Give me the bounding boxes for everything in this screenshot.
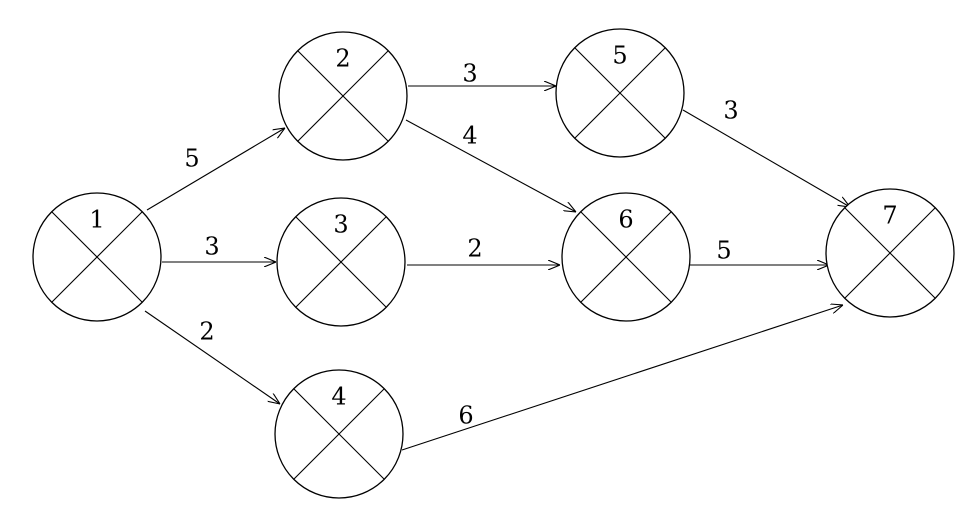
- node-cross-line: [293, 388, 385, 480]
- node-5: 5: [555, 28, 685, 158]
- node-label: 7: [882, 202, 897, 230]
- node-1: 1: [32, 192, 162, 322]
- edge-2-6: 4: [405, 119, 576, 212]
- node-cross-line: [51, 211, 143, 303]
- edge-1-4: 2: [144, 310, 280, 404]
- edge-4-7: 6: [401, 305, 843, 451]
- edge-1-3: 3: [162, 233, 276, 263]
- node-2: 2: [278, 31, 408, 161]
- edge-weight-label: 3: [723, 97, 738, 125]
- nodes-layer: 1 2 3 4 5 6 7: [32, 28, 955, 499]
- edge-arrow: [682, 109, 850, 207]
- node-label: 4: [331, 383, 346, 411]
- edge-arrow: [146, 128, 285, 211]
- node-cross-line: [580, 211, 672, 303]
- node-7: 7: [825, 188, 955, 318]
- edge-weight-label: 4: [462, 122, 477, 150]
- node-label: 5: [612, 42, 627, 70]
- edge-arrow: [144, 310, 280, 404]
- edge-weight-label: 3: [204, 233, 219, 261]
- edge-2-5: 3: [408, 60, 556, 88]
- edge-arrow: [401, 305, 843, 451]
- node-label: 2: [335, 45, 350, 73]
- node-label: 1: [89, 206, 104, 234]
- node-cross-line: [574, 47, 666, 139]
- edge-weight-label: 5: [716, 237, 731, 265]
- edge-weight-label: 5: [184, 145, 199, 173]
- edges-layer: 5 3 2 3 4 2 3 5 6: [144, 60, 850, 451]
- node-cross-line: [844, 207, 936, 299]
- edge-weight-label: 2: [467, 235, 482, 263]
- edge-6-7: 5: [690, 237, 829, 266]
- node-4: 4: [274, 369, 404, 499]
- edge-arrow: [405, 119, 576, 212]
- node-6: 6: [561, 192, 691, 322]
- edge-3-6: 2: [407, 235, 560, 266]
- node-cross-line: [295, 216, 387, 308]
- edge-5-7: 3: [682, 97, 850, 208]
- node-3: 3: [276, 197, 406, 327]
- edge-weight-label: 2: [199, 318, 214, 346]
- node-label: 6: [618, 206, 633, 234]
- edge-weight-label: 3: [462, 60, 477, 88]
- edge-1-2: 5: [146, 128, 285, 211]
- node-cross-line: [297, 50, 389, 142]
- node-label: 3: [333, 211, 348, 239]
- edge-weight-label: 6: [458, 402, 473, 430]
